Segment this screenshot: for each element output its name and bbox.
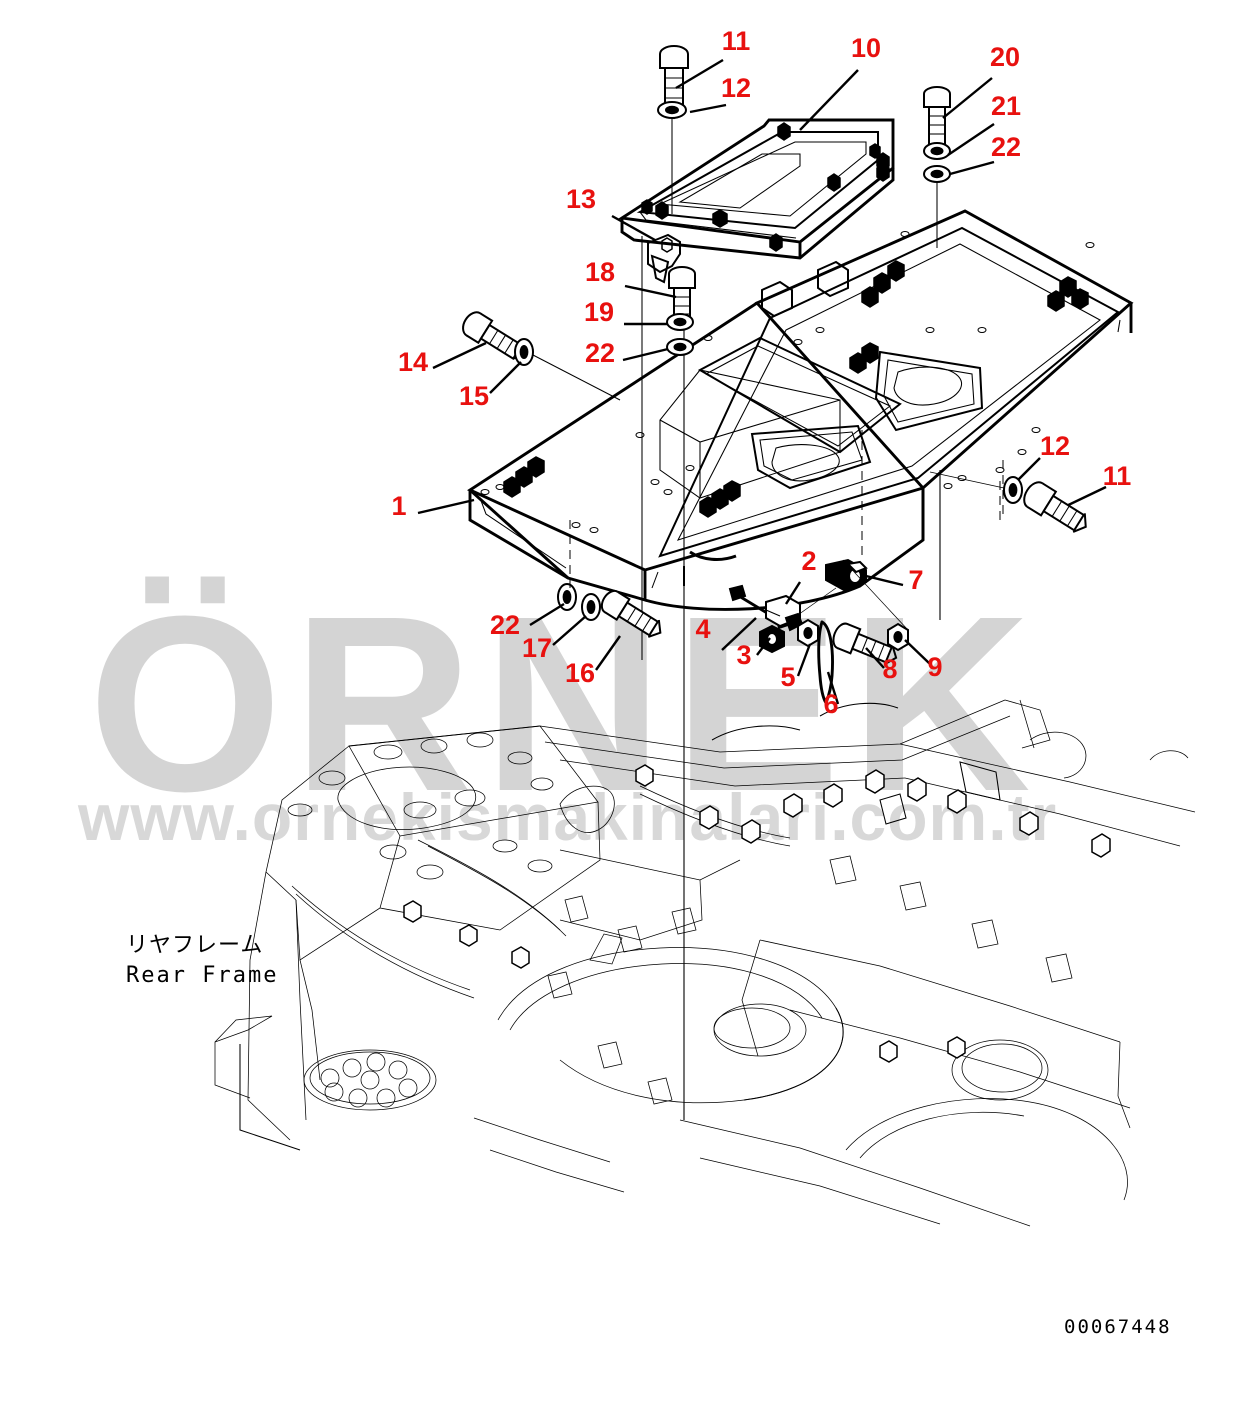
callout-13: 13: [566, 184, 596, 214]
part-6-clip-spring: [817, 620, 834, 705]
callout-22-center: 22: [585, 338, 615, 368]
callout-11-right: 11: [1103, 461, 1132, 491]
callout-19: 19: [584, 297, 614, 327]
callout-20: 20: [990, 42, 1020, 72]
group-title: リヤフレーム Rear Frame: [126, 933, 278, 988]
fastener-15-leader-thin: [532, 354, 621, 401]
watermark-url: www.ornekismakinalari.com.tr: [77, 780, 1057, 854]
fastener-22b-washer-center: [666, 338, 694, 356]
leader-lines: [417, 58, 1107, 705]
hood-main-panel: [467, 209, 1134, 611]
fastener-11-bolt-top: [659, 45, 689, 120]
callout-12-right: 12: [1040, 431, 1070, 461]
part-3-nut: [759, 624, 785, 654]
callout-17: 17: [522, 633, 552, 663]
drawing-number: 00067448: [1064, 1316, 1172, 1338]
fastener-12-washer-right: [1003, 476, 1023, 504]
upper-cover-gasket: [617, 111, 895, 260]
callout-8: 8: [882, 654, 897, 684]
callout-9: 9: [927, 652, 942, 682]
callout-10: 10: [851, 33, 881, 63]
hinge-bracket: [647, 233, 681, 284]
callout-7: 7: [908, 565, 923, 595]
callout-2: 2: [801, 546, 816, 576]
callout-5: 5: [780, 662, 795, 692]
part-2-thin-leader: [787, 587, 837, 623]
callout-22: 22: [991, 132, 1021, 162]
fastener-12-washer-top: [657, 101, 687, 119]
part-9-washer: [887, 622, 909, 652]
part-7-latch-plate: [825, 558, 868, 592]
part-9-thin-leader: [842, 559, 909, 631]
fastener-20-bolt: [923, 86, 951, 152]
fastener-19-washer: [666, 313, 694, 331]
fastener-11-bolt-right: [1023, 481, 1087, 533]
callout-18: 18: [585, 257, 615, 287]
group-title-en: Rear Frame: [126, 963, 278, 988]
fastener-22-washer-right: [923, 165, 951, 183]
callout-1: 1: [391, 491, 406, 521]
group-title-jp: リヤフレーム: [126, 933, 263, 958]
callout-labels: 1 2 3 4 5 6 7 8 9 10 11 12 13 14 15 16 1…: [391, 26, 1131, 719]
callout-21: 21: [991, 91, 1021, 121]
callout-15: 15: [459, 381, 489, 411]
callout-3: 3: [736, 640, 751, 670]
callout-4: 4: [695, 614, 710, 644]
callout-14: 14: [398, 347, 428, 377]
rear-frame-assembly: [214, 699, 1196, 1227]
callout-11: 11: [722, 26, 751, 56]
callout-6: 6: [823, 689, 838, 719]
callout-12: 12: [721, 73, 751, 103]
fastener-16-bolt: [600, 589, 662, 638]
callout-22-bottom: 22: [490, 610, 520, 640]
part-2-bracket: [765, 594, 804, 632]
fastener-22c-washer-bottom: [557, 583, 577, 611]
callout-16: 16: [565, 658, 595, 688]
fastener-17-washer: [581, 593, 601, 621]
part-5-washer: [797, 618, 819, 648]
fastener-15-washer: [514, 338, 534, 366]
fastener-12-right-thin-leader: [929, 471, 1005, 489]
fastener-21-washer: [923, 142, 951, 160]
part-8-bolt: [832, 622, 898, 665]
watermark-group: ÖRNEK www.ornekismakinalari.com.tr: [77, 564, 1057, 854]
